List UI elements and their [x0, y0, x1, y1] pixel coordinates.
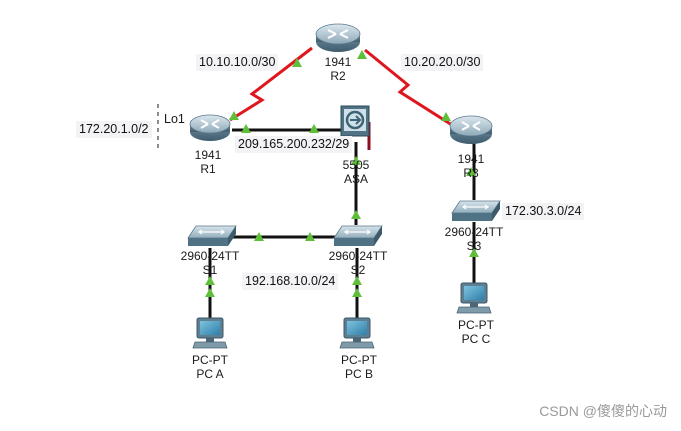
- network-label-lan-c: 172.30.3.0/24: [502, 203, 585, 220]
- router-r2-icon[interactable]: [315, 23, 361, 52]
- serial-link-r1-r2[interactable]: [229, 46, 313, 122]
- label-asa: 5505 ASA: [336, 158, 376, 186]
- s2-model: 2960-24TT: [328, 249, 388, 263]
- s3-model: 2960-24TT: [444, 225, 504, 239]
- status-up-s2-left: [305, 232, 315, 241]
- link-status-indicators: [205, 50, 479, 297]
- router-r3-icon[interactable]: [449, 115, 493, 144]
- watermark: CSDN @傻傻的心动: [539, 403, 667, 419]
- label-r3: 1941 R3: [451, 152, 491, 180]
- label-s1: 2960-24TT S1: [170, 249, 250, 277]
- status-up-r2-left: [292, 58, 302, 67]
- r2-name: R2: [330, 69, 346, 83]
- network-label-lan-b: 192.168.10.0/24: [242, 273, 339, 290]
- pc-b-icon[interactable]: [339, 317, 375, 349]
- s1-name: S1: [202, 263, 218, 277]
- status-up-s2-top: [351, 210, 361, 219]
- pcb-model: PC-PT: [341, 353, 377, 367]
- status-up-pca-top: [205, 288, 215, 297]
- pcb-name: PC B: [344, 367, 373, 381]
- status-up-s1-bottom: [205, 276, 215, 285]
- label-s2: 2960-24TT S2: [318, 249, 398, 277]
- label-r2: 1941 R2: [318, 55, 358, 83]
- label-r1: 1941 R1: [188, 148, 228, 176]
- r2-model: 1941: [324, 55, 352, 69]
- status-up-asa-bottom: [351, 156, 361, 165]
- network-label-r2-r3: 10.20.20.0/30: [401, 54, 484, 71]
- status-up-s1-right: [254, 232, 264, 241]
- label-s3: 2960-24TT S3: [434, 225, 514, 253]
- switch-s2-icon[interactable]: [333, 225, 383, 246]
- pca-name: PC A: [196, 367, 224, 381]
- status-up-asa-left: [309, 124, 319, 133]
- status-up-s3-bottom: [469, 248, 479, 257]
- label-pcb: PC-PT PC B: [329, 353, 389, 381]
- pcc-model: PC-PT: [458, 318, 494, 332]
- r3-name: R3: [463, 166, 479, 180]
- s1-model: 2960-24TT: [180, 249, 240, 263]
- pcc-name: PC C: [461, 332, 491, 346]
- s2-name: S2: [350, 263, 366, 277]
- status-up-r3-bottom: [466, 167, 476, 176]
- loopback-label: Lo1: [164, 112, 185, 126]
- r1-name: R1: [200, 162, 216, 176]
- status-up-r2-right: [357, 50, 367, 59]
- asa-name: ASA: [343, 172, 368, 186]
- label-pca: PC-PT PC A: [180, 353, 240, 381]
- status-up-r1-top: [229, 111, 239, 120]
- status-up-r1-right: [241, 124, 251, 133]
- pc-a-icon[interactable]: [192, 317, 228, 349]
- r1-model: 1941: [194, 148, 222, 162]
- pca-model: PC-PT: [192, 353, 228, 367]
- network-label-r1-asa: 209.165.200.232/29: [235, 136, 353, 153]
- switch-s3-icon[interactable]: [451, 200, 501, 221]
- pc-c-icon[interactable]: [456, 282, 492, 314]
- s3-name: S3: [466, 239, 482, 253]
- switch-s1-icon[interactable]: [187, 225, 237, 246]
- firewall-asa-icon[interactable]: [340, 105, 370, 137]
- router-r1-icon[interactable]: [189, 114, 231, 141]
- asa-model: 5505: [342, 158, 370, 172]
- status-up-r3-top: [441, 112, 451, 121]
- status-up-s2-bottom: [352, 276, 362, 285]
- label-pcc: PC-PT PC C: [446, 318, 506, 346]
- r3-model: 1941: [457, 152, 485, 166]
- network-label-r1-r2: 10.10.10.0/30: [196, 54, 279, 71]
- network-label-loopback: 172.20.1.0/2: [76, 121, 152, 138]
- serial-link-r2-r3[interactable]: [364, 48, 453, 127]
- status-up-pcb-top: [352, 288, 362, 297]
